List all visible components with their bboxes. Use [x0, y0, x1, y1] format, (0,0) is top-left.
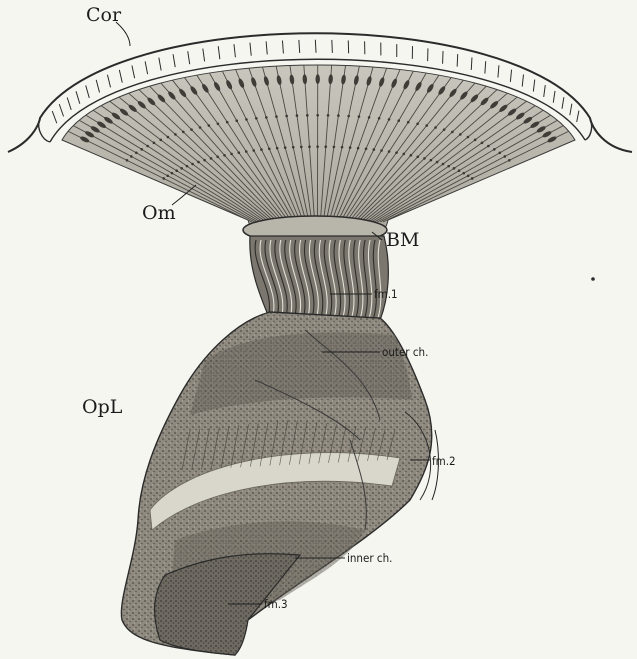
label-om: Om	[142, 202, 176, 224]
label-fm1: fm.1	[374, 287, 398, 301]
label-bm: BM	[386, 229, 419, 251]
label-outer-ch: outer ch.	[382, 345, 428, 359]
label-opl: OpL	[82, 396, 122, 418]
label-fm2: fm.2	[432, 454, 456, 468]
label-cor: Cor	[86, 4, 121, 26]
label-fm3: fm.3	[264, 597, 288, 611]
first-chiasma	[250, 236, 389, 320]
stray-dot	[591, 277, 595, 281]
label-inner-ch: inner ch.	[347, 551, 392, 565]
